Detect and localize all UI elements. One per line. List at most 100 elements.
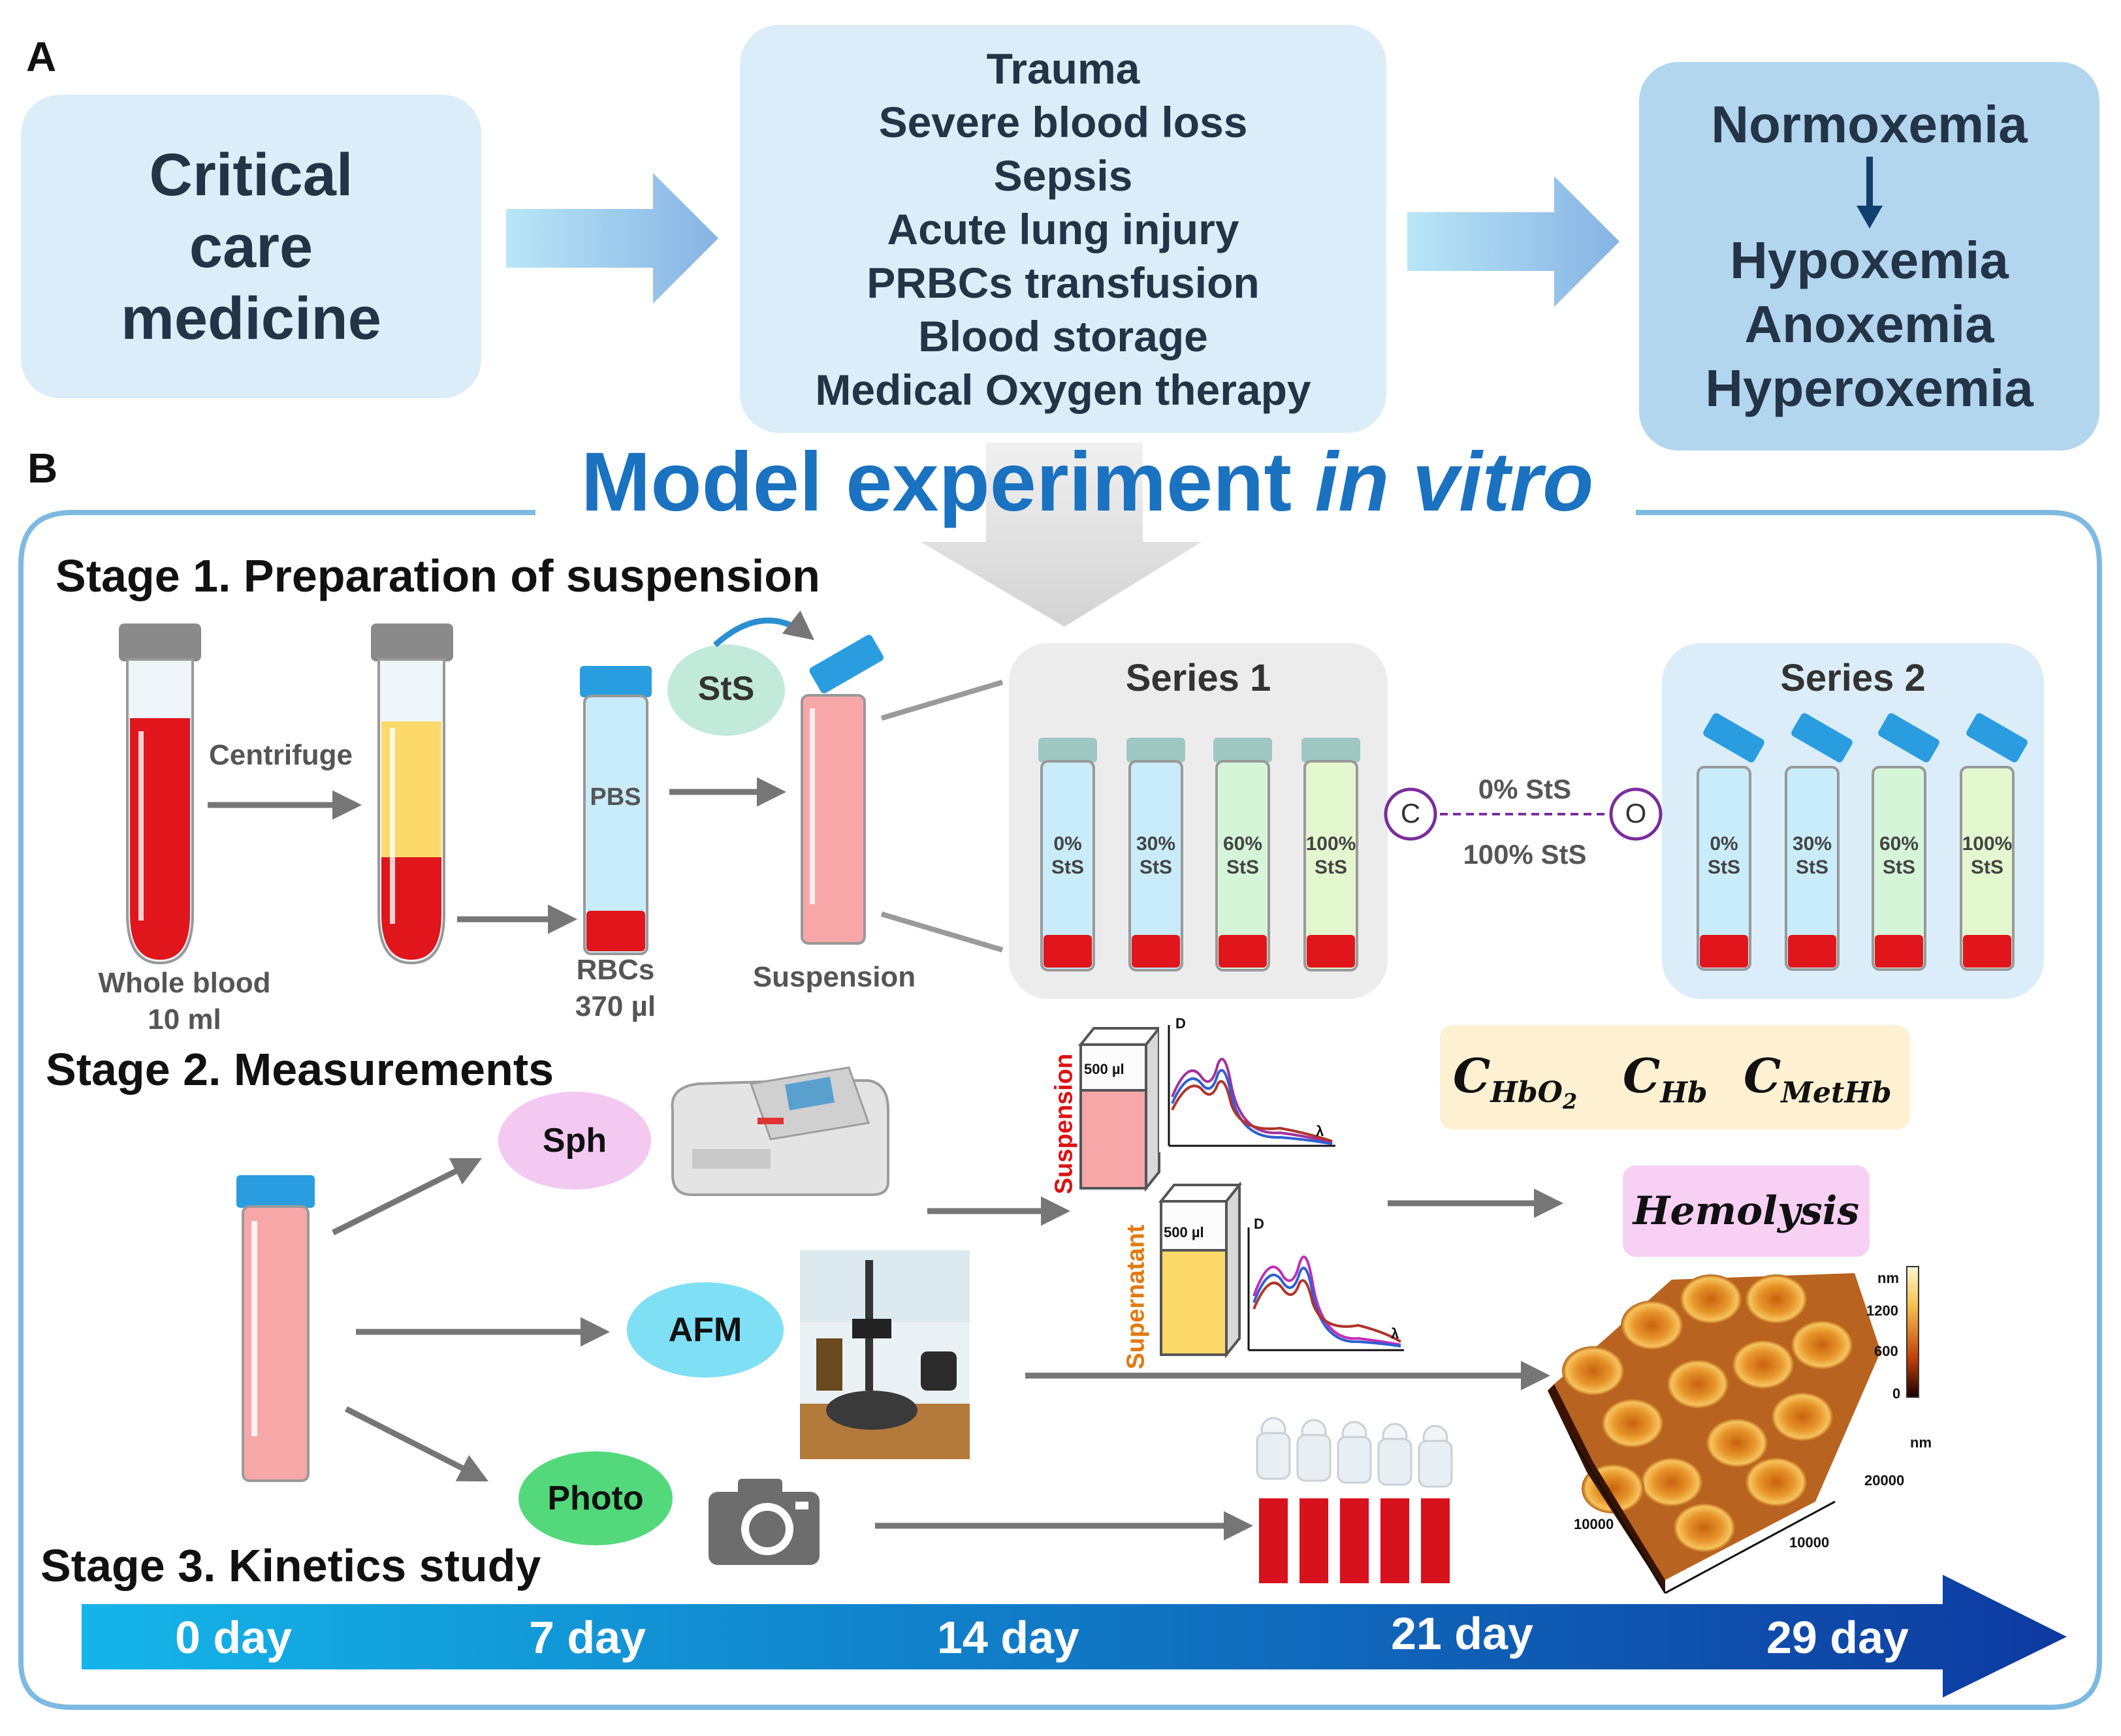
- rbcs-label: RBCs 370 µl: [549, 952, 682, 1025]
- supernatant-cuvette-icon: [1158, 1181, 1243, 1359]
- centrifuge-label: Centrifuge: [209, 739, 353, 771]
- s1-t2-sts: StS: [1226, 857, 1259, 878]
- spectrum2-axis-lambda: λ: [1391, 1325, 1399, 1342]
- s1-t2-pct: 60%: [1222, 833, 1263, 855]
- s1-t1-sts: StS: [1139, 857, 1172, 878]
- afm-axis-10000-a: 10000: [1574, 1516, 1614, 1532]
- c-circle: [1384, 787, 1437, 841]
- spectrum2-axis-d: D: [1254, 1216, 1264, 1232]
- afm-scale-unit: nm: [1877, 1270, 1899, 1286]
- condition-trauma: Trauma: [986, 44, 1140, 93]
- afm-scale-600: 600: [1874, 1343, 1898, 1359]
- condition-blood-loss: Severe blood loss: [878, 97, 1248, 146]
- panel-b-title-main: Model experiment: [581, 435, 1315, 529]
- panel-b-title: Model experiment in vitro: [549, 434, 1626, 530]
- cuvette-supernatant-label: Supernatant: [1122, 1224, 1150, 1370]
- afm-cell: [1745, 1457, 1808, 1507]
- series-fan-line-top: [880, 680, 1004, 721]
- afm-cell: [1601, 1398, 1664, 1448]
- whole-blood-label-2: 10 ml: [148, 1003, 221, 1035]
- series1-tubes: [1038, 738, 1360, 971]
- stage1-title: Stage 1. Preparation of suspension: [56, 550, 820, 601]
- suspension-label: Suspension: [752, 961, 916, 993]
- sts-curved-arrow-icon: [712, 610, 815, 648]
- panel-b-title-italic: in vitro: [1315, 435, 1594, 529]
- oxemia-normoxemia: Normoxemia: [1711, 95, 2028, 153]
- arrow-a2-icon: [1407, 176, 1619, 307]
- whole-blood-label-1: Whole blood: [98, 967, 271, 999]
- condition-oxygen-therapy: Medical Oxygen therapy: [815, 365, 1311, 414]
- s2-t2-sts: StS: [1882, 857, 1915, 878]
- conc-hbo2-c: C: [1453, 1048, 1491, 1103]
- stage2-title: Stage 2. Measurements: [46, 1044, 554, 1095]
- tube-whole-blood: [119, 623, 201, 965]
- conc-hbo2: CHbO2: [1453, 1048, 1577, 1114]
- critical-care-line-1: Critical: [149, 141, 353, 208]
- series1-tube-2-label: 60%StS: [1213, 832, 1272, 879]
- vial: [1256, 1417, 1291, 1583]
- s2-t3-pct: 100%: [1962, 833, 2013, 855]
- panel-letter-a: A: [26, 33, 57, 80]
- s2-t1-pct: 30%: [1792, 833, 1832, 855]
- afm-cell: [1745, 1274, 1808, 1324]
- timeline-day-0: 0 day: [175, 1612, 292, 1663]
- series2-tube-3-label: 100%StS: [1958, 832, 2017, 879]
- vial: [1337, 1421, 1372, 1583]
- conc-hb-sub: Hb: [1660, 1076, 1708, 1110]
- cuvette-suspension-label: Suspension: [1050, 1053, 1078, 1195]
- tube-pbs: [580, 666, 652, 955]
- conc-methb: CMetHb: [1744, 1048, 1892, 1109]
- tube-measurement: [236, 1175, 315, 1482]
- panel-b-frame: [18, 510, 2102, 1710]
- afm-cell: [1706, 1418, 1768, 1468]
- suspension-cuvette-icon: [1077, 1024, 1162, 1192]
- pbs-label: PBS: [590, 783, 641, 811]
- critical-care-line-2: care: [189, 213, 313, 280]
- afm-cell: [1680, 1274, 1742, 1324]
- afm-cell: [1666, 1359, 1729, 1409]
- s2-t0-sts: StS: [1707, 857, 1740, 878]
- afm-label: AFM: [668, 1311, 742, 1349]
- afm-cell: [1621, 1301, 1683, 1350]
- link-bottom-label: 100% StS: [1463, 839, 1587, 870]
- spectrophotometer-icon: [671, 1066, 889, 1196]
- photo-pill: [518, 1451, 673, 1545]
- series-fan-line-bottom: [880, 911, 1004, 953]
- o-label: O: [1625, 798, 1647, 829]
- s2-t1-sts: StS: [1795, 857, 1828, 878]
- s2-t3-sts: StS: [1970, 857, 2003, 878]
- series1-tube-1-label: 30%StS: [1126, 832, 1185, 879]
- photo-label: Photo: [547, 1479, 644, 1517]
- cuvette-volume-1: 500 µl: [1084, 1061, 1124, 1077]
- conc-methb-sub: MetHb: [1781, 1076, 1892, 1110]
- s1-t0-sts: StS: [1051, 857, 1084, 878]
- whole-blood-label: Whole blood 10 ml: [65, 965, 304, 1038]
- afm-cell: [1771, 1392, 1834, 1442]
- arrow-a1-icon: [506, 173, 718, 304]
- afm-axis-10000-b: 10000: [1789, 1534, 1830, 1551]
- series2-tube-1-label: 30%StS: [1783, 832, 1842, 879]
- timeline-day-14: 14 day: [937, 1612, 1079, 1663]
- s1-t1-pct: 30%: [1136, 833, 1176, 855]
- timeline-day-21: 21 day: [1391, 1608, 1533, 1659]
- afm-axis-20000: 20000: [1864, 1472, 1905, 1489]
- conc-hb: CHb: [1623, 1048, 1708, 1109]
- stage3-title: Stage 3. Kinetics study: [40, 1540, 541, 1591]
- afm-3d-image: [1548, 1266, 1919, 1594]
- critical-care-line-3: medicine: [121, 285, 381, 352]
- rbcs-label-1: RBCs: [576, 954, 655, 986]
- spectrum-plot-suspension: [1159, 1018, 1339, 1152]
- condition-lung-injury: Acute lung injury: [887, 204, 1239, 253]
- afm-pill: [627, 1282, 784, 1378]
- series1-title: Series 1: [1125, 657, 1271, 699]
- hemolysis-label: Hemolysis: [1633, 1188, 1860, 1234]
- spectrum1-axis-d: D: [1175, 1015, 1186, 1032]
- series1-tube-3-label: 100%StS: [1301, 832, 1360, 879]
- sph-label: Sph: [542, 1122, 607, 1160]
- timeline-day-7: 7 day: [529, 1612, 646, 1663]
- s2-t2-pct: 60%: [1879, 833, 1919, 855]
- series2-title: Series 2: [1780, 657, 1926, 699]
- c-label: C: [1400, 798, 1421, 829]
- oxemia-box: Normoxemia Hypoxemia Anoxemia Hyperoxemi…: [1639, 62, 2099, 450]
- tube-suspension: [801, 635, 884, 945]
